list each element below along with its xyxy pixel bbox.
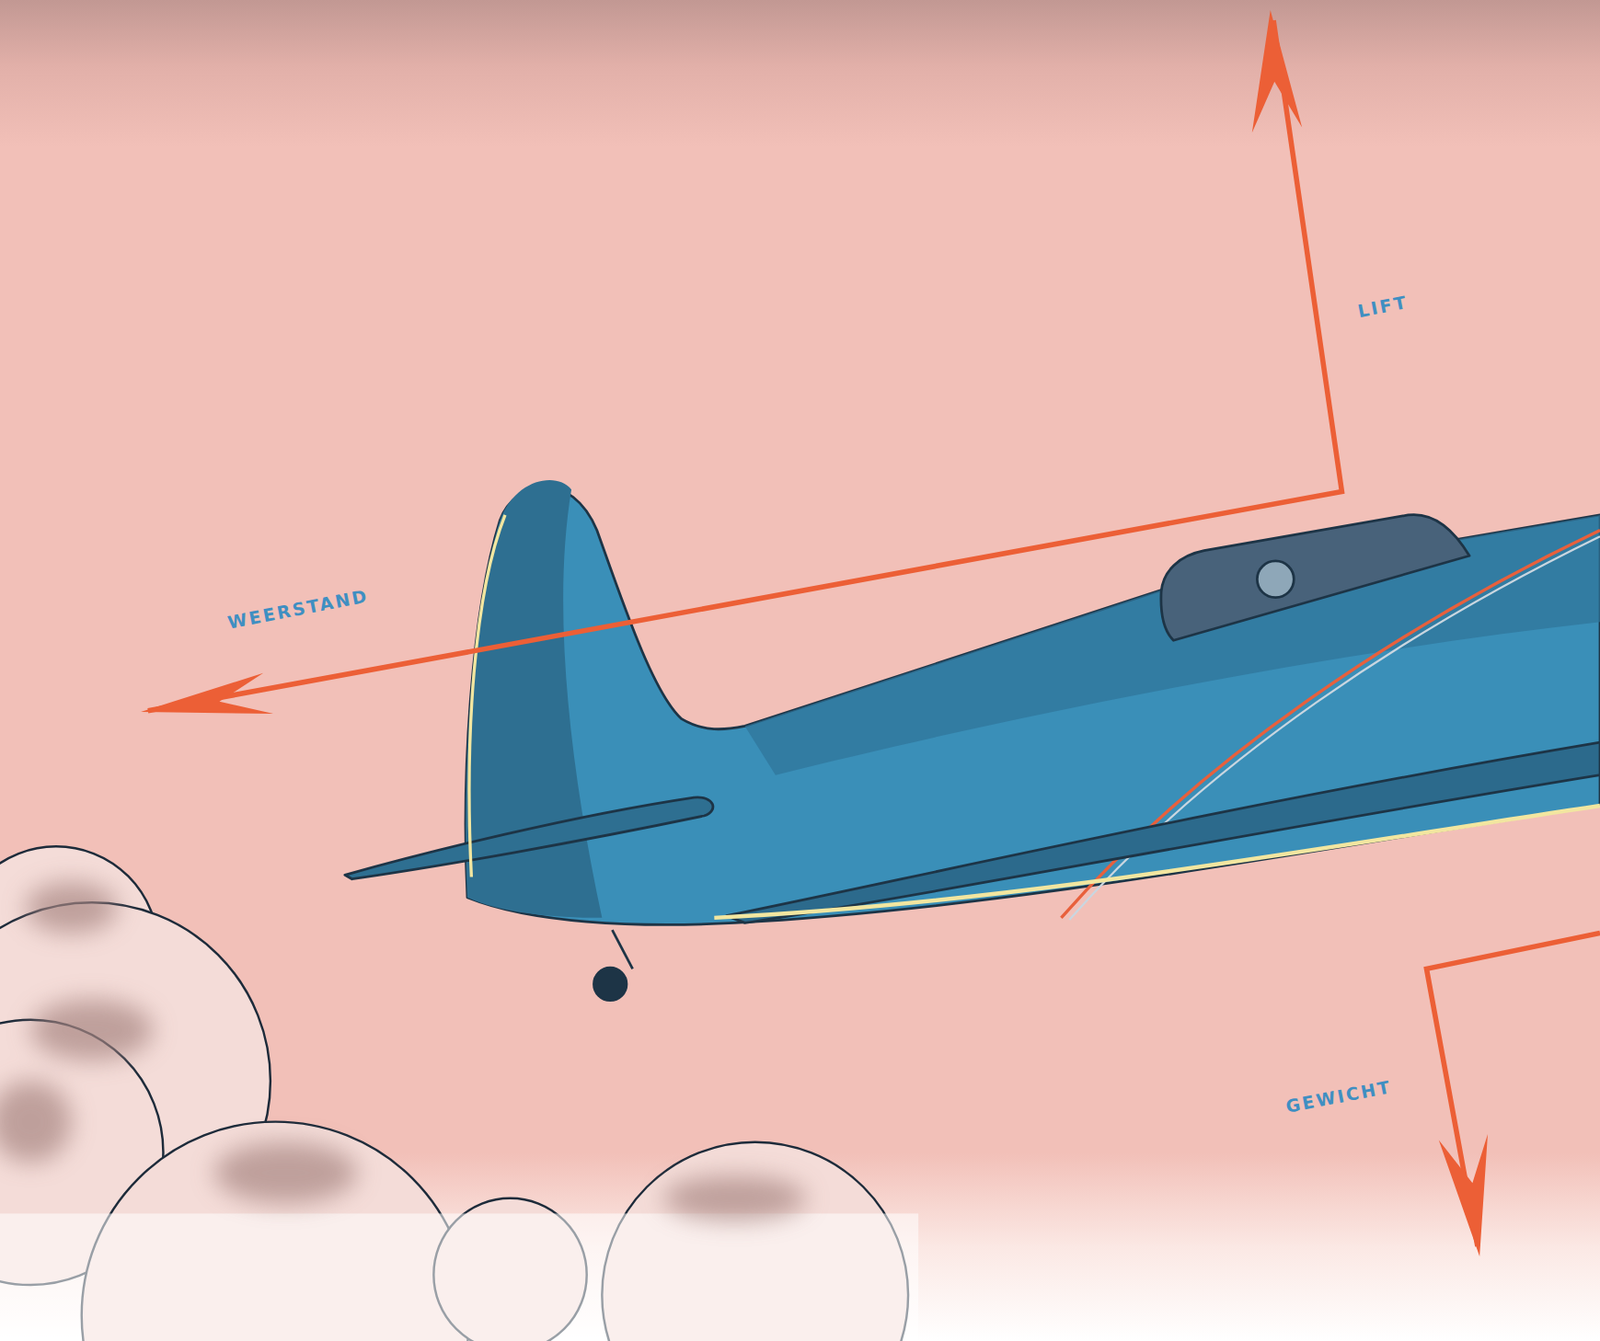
cloud-shadows — [0, 882, 806, 1221]
canopy — [1161, 515, 1470, 642]
highlight — [713, 805, 1600, 919]
fuselage — [465, 486, 1600, 925]
cloud-shadow — [30, 1000, 153, 1062]
arrowhead — [1252, 10, 1302, 133]
cloud-shadow — [25, 882, 118, 933]
force-arrows — [148, 20, 1600, 1247]
arrowhead — [1438, 1134, 1488, 1257]
arrowhead — [140, 673, 274, 714]
lift-drag-arrow — [148, 20, 1343, 712]
cloud-shadow — [663, 1175, 806, 1221]
horizontal-stabilizer — [345, 797, 714, 880]
cloud-shadow — [0, 1081, 72, 1163]
cloud-mist — [0, 1213, 919, 1341]
wing — [726, 742, 1600, 923]
arrowheads — [140, 10, 1488, 1257]
cloud-shadow — [214, 1142, 357, 1205]
highlight — [469, 515, 506, 878]
fuselage-shade — [745, 515, 1600, 776]
tail-wheel-strut — [611, 930, 633, 969]
pilot — [1256, 561, 1294, 599]
weight-arrow — [1426, 933, 1600, 1247]
tail-wheel — [593, 967, 626, 1001]
